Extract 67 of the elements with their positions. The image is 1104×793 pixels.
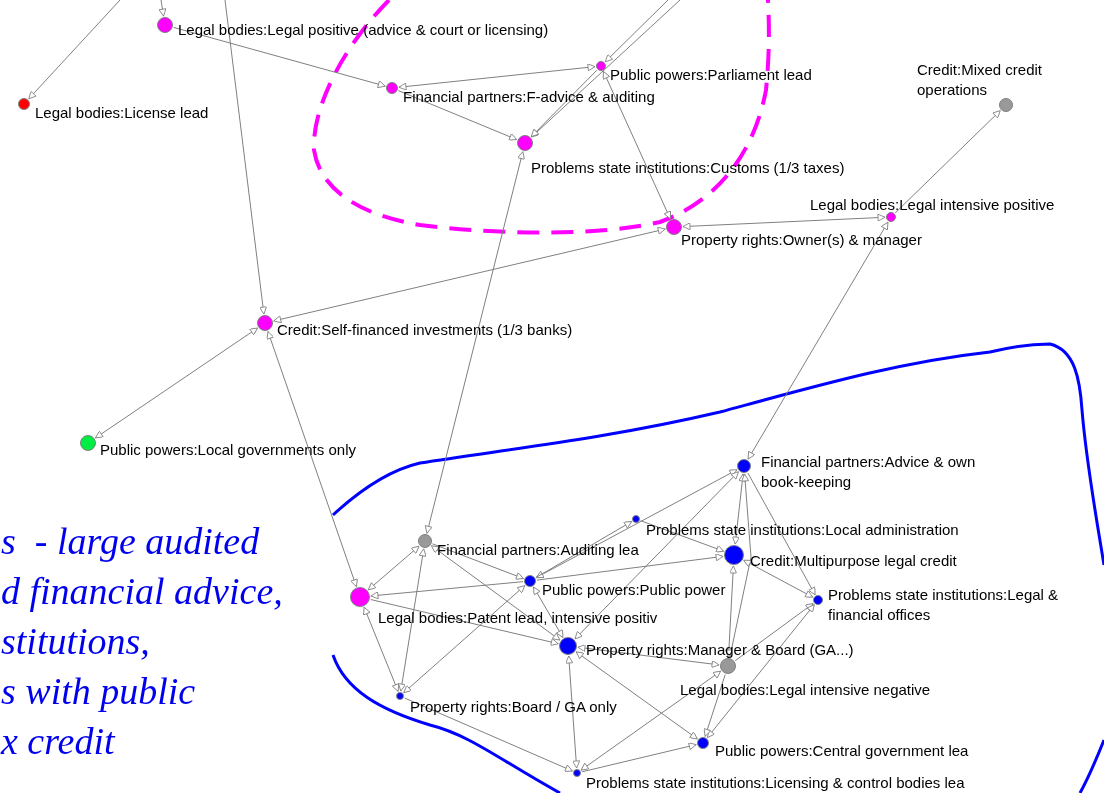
node-label: Problems state institutions:Licensing & control bodies lea — [586, 773, 965, 793]
node-label: Legal bodies:Patent lead, intensive positiv — [378, 608, 658, 628]
arrow — [404, 697, 573, 772]
annotation-text: x credit — [1, 720, 115, 762]
annotation-text: s - large audited — [1, 520, 260, 562]
node-label: Problems state institutions:Local administration — [646, 520, 959, 540]
arrow — [533, 586, 564, 638]
node-label: Legal bodies:License lead — [35, 103, 209, 123]
arrow — [398, 63, 596, 91]
arrow — [224, 0, 267, 315]
arrow — [577, 644, 720, 668]
node-label: Financial partners:Advice & own book-keeping — [761, 452, 977, 492]
arrow — [604, 0, 669, 63]
arrow — [747, 221, 889, 460]
arrow — [682, 213, 886, 231]
node-label: Public powers:Local governments only — [100, 440, 356, 460]
annotation-text: s with public — [1, 670, 196, 712]
arrow — [370, 581, 524, 600]
arrow — [363, 606, 400, 692]
node-label: Financial partners:Auditing lea — [437, 540, 639, 560]
arrow — [94, 327, 259, 439]
annotation-text: stitutions, — [1, 620, 150, 662]
arrow — [734, 603, 814, 662]
node-label: Problems state institutions:Legal & financial offices — [828, 585, 1060, 625]
arrow — [266, 331, 358, 588]
arrow — [403, 585, 526, 694]
arrow — [424, 151, 525, 534]
node-label: Credit:Self-financed investments (1/3 banks) — [277, 320, 573, 340]
node-label: Property rights:Manager & Board (GA...) — [586, 640, 854, 660]
arrow — [28, 0, 121, 100]
node-label: Public powers:Public power — [542, 580, 726, 600]
node-label: Credit:Mixed credit operations — [917, 60, 1044, 100]
node-label: Property rights:Board / GA only — [410, 697, 617, 717]
arrow — [158, 0, 167, 17]
arrow — [173, 26, 386, 89]
arrow — [743, 559, 814, 598]
arrow — [574, 471, 739, 640]
node-label: Legal bodies:Legal intensive positive — [810, 195, 1055, 215]
arrow — [535, 521, 633, 578]
arrow — [565, 655, 581, 769]
node-label: Financial partners:F-advice & auditing — [403, 87, 655, 107]
arrow — [580, 670, 722, 771]
arrow — [432, 543, 524, 580]
node-label: Public powers:Central government lea — [715, 741, 969, 761]
arrow — [430, 545, 561, 641]
node-label: Public powers:Parliament lead — [610, 65, 812, 85]
arrow — [581, 742, 697, 773]
arrow — [747, 472, 816, 596]
arrow — [703, 674, 726, 737]
node-label: Problems state institutions:Customs (1/3 taxes) — [531, 158, 845, 178]
arrow — [367, 545, 420, 591]
arrow — [397, 90, 518, 141]
arrow — [706, 604, 815, 739]
arrow — [894, 110, 1001, 214]
arrow — [530, 69, 598, 138]
arrow — [370, 599, 559, 646]
annotation-text: d financial advice, — [1, 570, 283, 612]
node-label: Property rights:Owner(s) & manager — [681, 230, 922, 250]
arrow — [640, 520, 725, 553]
node-label: Credit:Multipurpose legal credit — [750, 551, 957, 571]
arrow — [602, 70, 671, 220]
arrow — [273, 226, 666, 324]
node-label: Legal bodies:Legal positive (advice & court or licensing) — [178, 20, 549, 40]
node-label: Legal bodies:Legal intensive negative — [680, 680, 931, 700]
arrow — [398, 548, 427, 692]
arrow — [575, 651, 698, 740]
arrow — [536, 553, 724, 581]
